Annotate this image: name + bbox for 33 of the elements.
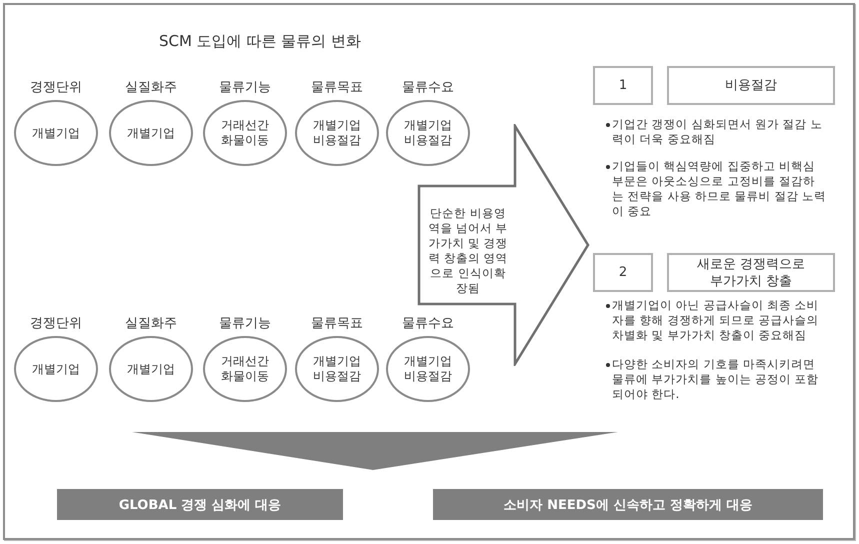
title: SCM 도입에 따른 물류의 변화 bbox=[158, 32, 362, 51]
bullet-text: 기업간 갱쟁이 심화되면서 원가 절감 노력이 더욱 중요해짐 bbox=[612, 117, 824, 147]
column-heading: 실질화주 bbox=[124, 79, 178, 96]
circle: 개별기업 비용절감 bbox=[295, 336, 379, 402]
bullet-text: 개별기업이 아닌 공급사슬이 최종 소비자를 향해 경쟁하게 되므로 공급사슬의 차별화 및 부가가치 창출이 중요해짐 bbox=[612, 298, 820, 343]
circle: 거래선간 화물이동 bbox=[203, 336, 287, 402]
circle: 개별기업 bbox=[14, 100, 98, 166]
circle: 개별기업 비용절감 bbox=[295, 100, 379, 166]
column-heading: 물류목표 bbox=[310, 79, 364, 96]
circle: 개별기업 비용절감 bbox=[386, 100, 470, 166]
column-heading: 물류수요 bbox=[401, 79, 455, 96]
down-chevron bbox=[132, 432, 618, 470]
heading-box: 비용절감 bbox=[667, 66, 835, 105]
arrow-text: 단순한 비용영역을 넘어서 부가가치 및 경쟁력 창출의 영역으로 인식이확장됨 bbox=[427, 206, 509, 296]
column-heading: 실질화주 bbox=[124, 315, 178, 332]
bullet-text: 기업들이 핵심역량에 집중하고 비핵심 부문은 아웃소싱으로 고정비를 절감하는 전략을 사용 하므로 물류비 절감 노력이 중요 bbox=[612, 159, 826, 219]
number-box: 2 bbox=[593, 253, 653, 292]
heading-box: 새로운 경쟁력으로 부가가치 창출 bbox=[667, 253, 835, 292]
column-heading: 물류기능 bbox=[218, 315, 272, 332]
circle: 개별기업 bbox=[14, 336, 98, 402]
column-heading: 물류목표 bbox=[310, 315, 364, 332]
circle: 거래선간 화물이동 bbox=[203, 100, 287, 166]
circle: 개별기업 bbox=[109, 336, 193, 402]
column-heading: 물류기능 bbox=[218, 79, 272, 96]
banner-bar: 소비자 NEEDS에 신속하고 정확하게 대응 bbox=[433, 489, 823, 520]
column-heading: 경쟁단위 bbox=[29, 315, 83, 332]
column-heading: 물류수요 bbox=[401, 315, 455, 332]
circle: 개별기업 bbox=[109, 100, 193, 166]
circle: 개별기업 비용절감 bbox=[386, 336, 470, 402]
number-box: 1 bbox=[593, 66, 653, 105]
column-heading: 경쟁단위 bbox=[29, 79, 83, 96]
bullet-text: 다양한 소비자의 기호를 마족시키려면 물류에 부가가치를 높이는 공정이 포함되어야 한다. bbox=[612, 357, 820, 402]
banner-bar: GLOBAL 경쟁 심화에 대응 bbox=[57, 489, 343, 520]
